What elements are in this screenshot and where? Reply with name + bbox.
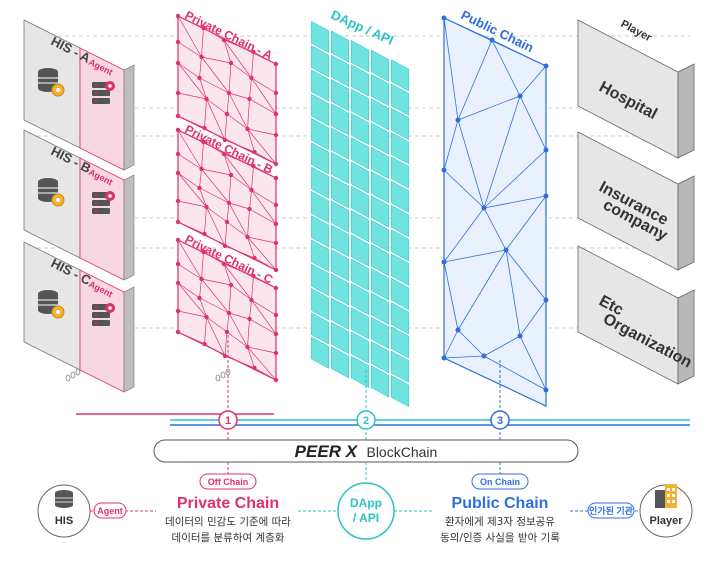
- public-desc-line-1: 환자에게 제3자 정보공유: [445, 516, 555, 528]
- svg-text:Agent: Agent: [97, 506, 123, 516]
- public-chain-title: Public Chain: [452, 495, 549, 512]
- connectors: [76, 330, 690, 482]
- on-chain-pill: On Chain: [471, 473, 529, 490]
- marker-2: 2: [356, 410, 376, 430]
- public-chain-mesh: Public Chain: [441, 7, 549, 407]
- player-boxes: HospitalInsurancecompanyEtcOrganizationP…: [577, 18, 695, 385]
- blockchain-brand: PEER X: [295, 442, 359, 461]
- database-gear-icon: [38, 290, 65, 319]
- server-gear-icon: [92, 303, 115, 326]
- svg-text:/ API: / API: [353, 511, 379, 525]
- svg-text:2: 2: [363, 415, 369, 427]
- off-chain-pill: Off Chain: [199, 473, 257, 490]
- dapp-api-circle: DApp / API: [337, 482, 395, 540]
- server-gear-icon: [92, 81, 115, 104]
- bottom-agent-pill: Agent: [93, 502, 127, 519]
- dapp-api-grid: DApp / API: [310, 7, 410, 408]
- marker-3: 3: [490, 410, 510, 430]
- player-box-1: Hospital: [577, 19, 695, 159]
- svg-text:3: 3: [497, 415, 503, 427]
- bottom-player-icon: Player: [639, 484, 693, 538]
- svg-text:HIS: HIS: [55, 515, 73, 527]
- private-chain-1: Private Chain - A: [175, 8, 279, 167]
- ellipsis-icon: [65, 368, 81, 382]
- svg-text:Player: Player: [649, 515, 683, 527]
- private-desc-line-1: 데이터의 민감도 기준에 따라: [165, 516, 291, 528]
- blockchain-suffix: BlockChain: [366, 444, 437, 460]
- database-gear-icon: [38, 68, 65, 97]
- authorized-pill: 인가된 기관: [587, 502, 635, 519]
- svg-text:On Chain: On Chain: [480, 477, 520, 487]
- server-gear-icon: [92, 191, 115, 214]
- database-icon: [55, 490, 73, 508]
- player-header: Player: [619, 18, 654, 44]
- database-gear-icon: [38, 178, 65, 207]
- private-desc-line-2: 데이터를 분류하여 계층화: [172, 531, 285, 544]
- public-desc-line-2: 동의/인증 사실을 받아 기록: [440, 532, 560, 544]
- svg-text:인가된 기관: 인가된 기관: [589, 505, 634, 516]
- private-chain-title: Private Chain: [177, 495, 279, 512]
- bottom-his-icon: HIS: [37, 484, 91, 538]
- svg-text:PEER X BlockChain: PEER X BlockChain: [295, 442, 438, 461]
- office-building-icon: [655, 484, 677, 508]
- blockchain-bar: PEER X BlockChain: [153, 439, 579, 463]
- svg-text:Off Chain: Off Chain: [208, 477, 249, 487]
- marker-1: 1: [218, 410, 238, 430]
- svg-text:1: 1: [225, 415, 231, 427]
- svg-text:DApp: DApp: [350, 496, 382, 510]
